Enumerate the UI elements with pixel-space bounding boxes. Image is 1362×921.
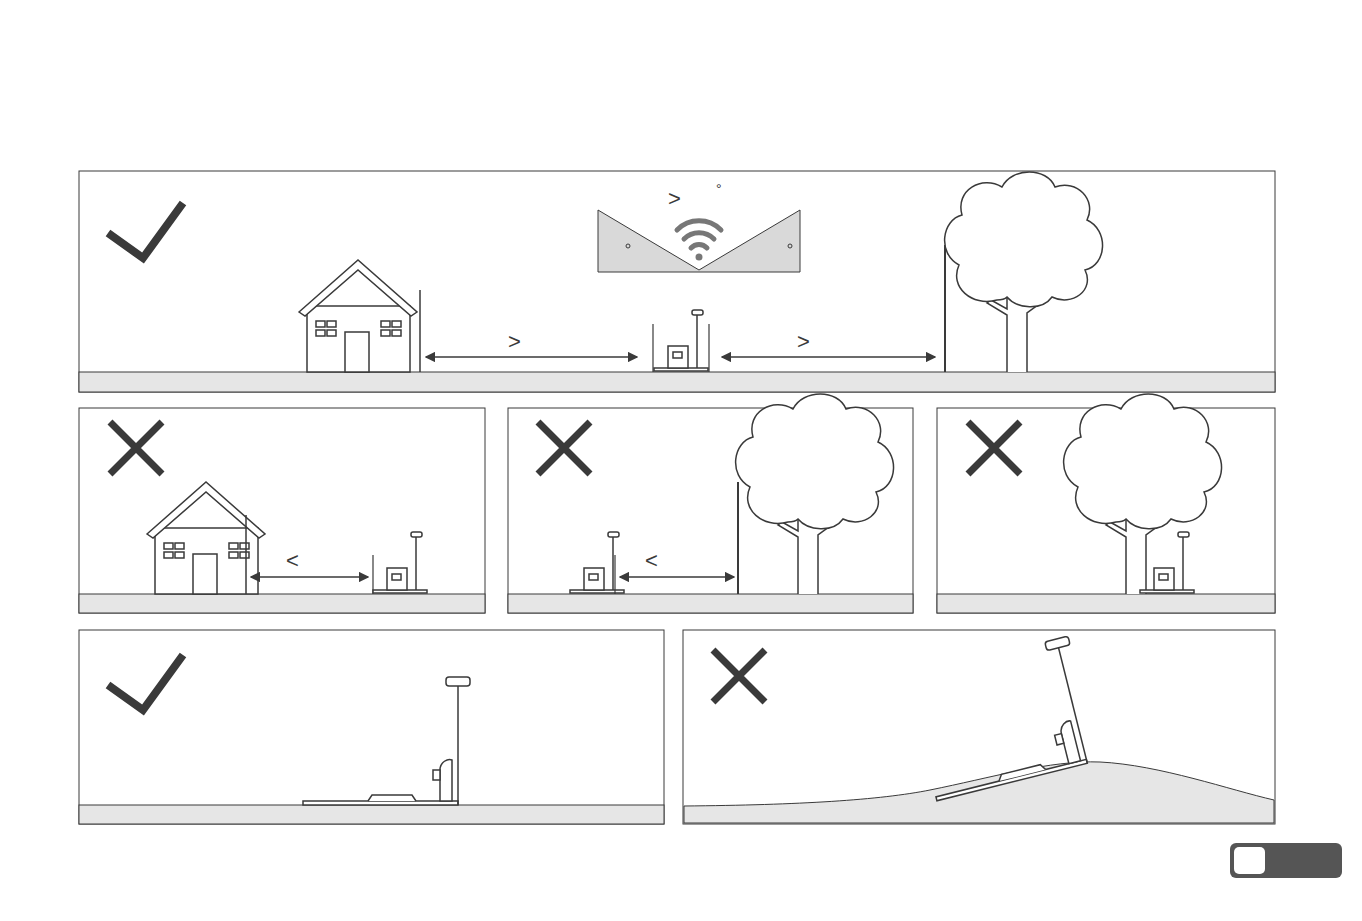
dimension-label: < — [286, 550, 299, 572]
dimension-label: > — [797, 331, 810, 353]
dimension-label: < — [645, 550, 658, 572]
dimension-label: > — [508, 331, 521, 353]
dimension-label: ° — [716, 182, 722, 196]
dimension-label: > — [668, 188, 681, 210]
